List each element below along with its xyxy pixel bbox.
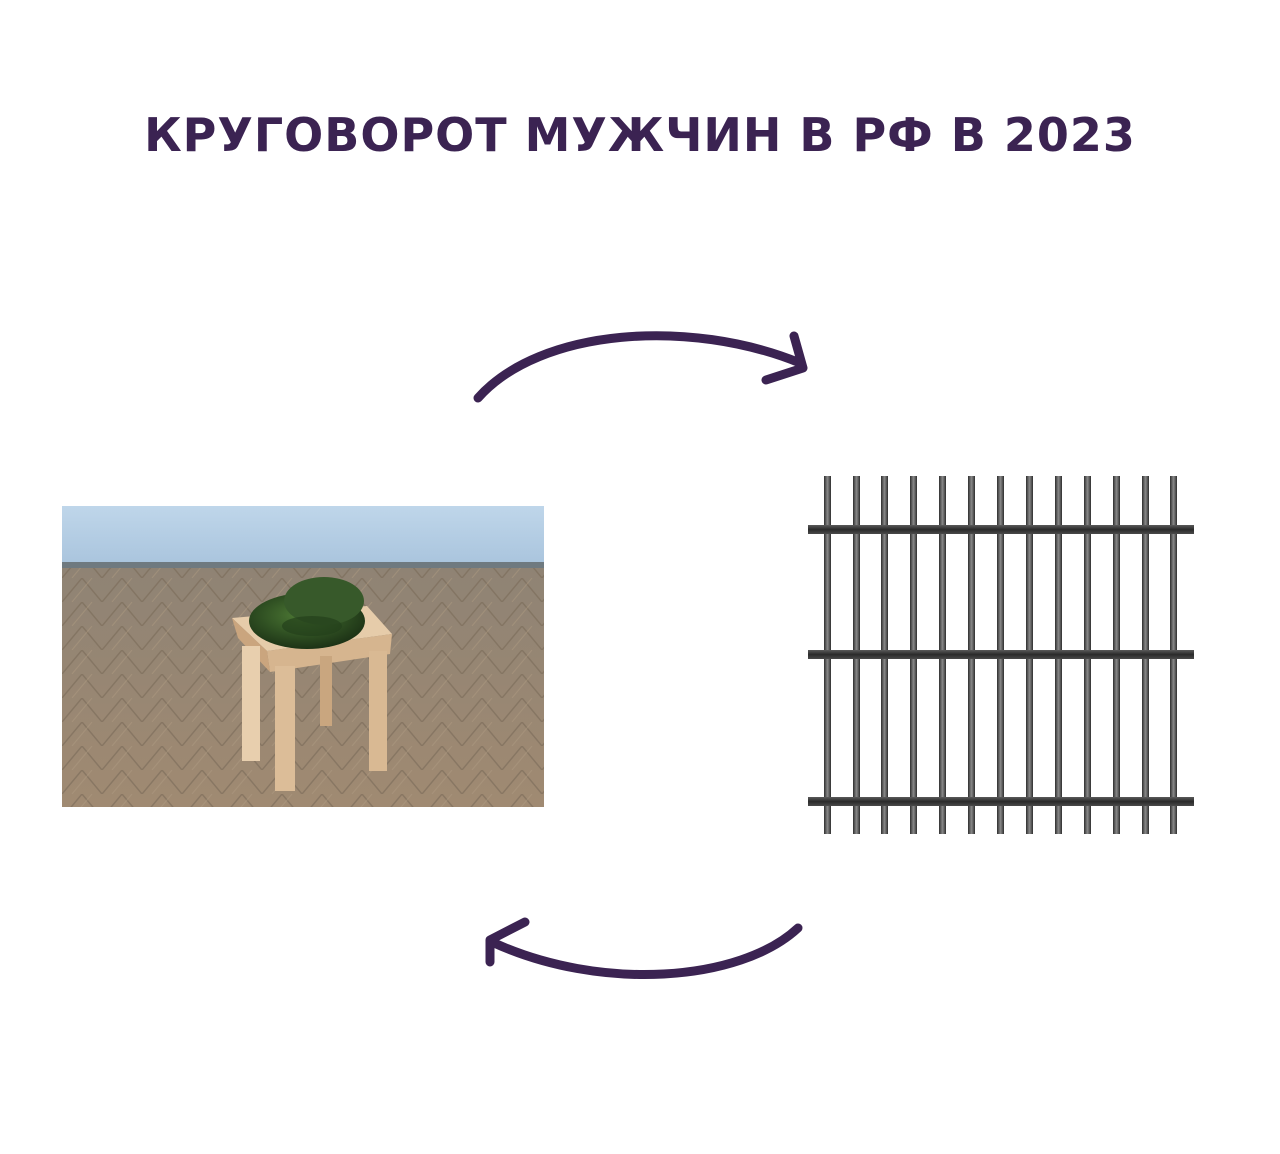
prison-bars-image [808, 476, 1194, 834]
stool-with-cap-image [62, 506, 544, 807]
page-title: КРУГОВОРОТ МУЖЧИН В РФ В 2023 [144, 108, 1136, 162]
arrow-right-icon [473, 331, 808, 403]
arrow-left-icon [485, 917, 803, 979]
